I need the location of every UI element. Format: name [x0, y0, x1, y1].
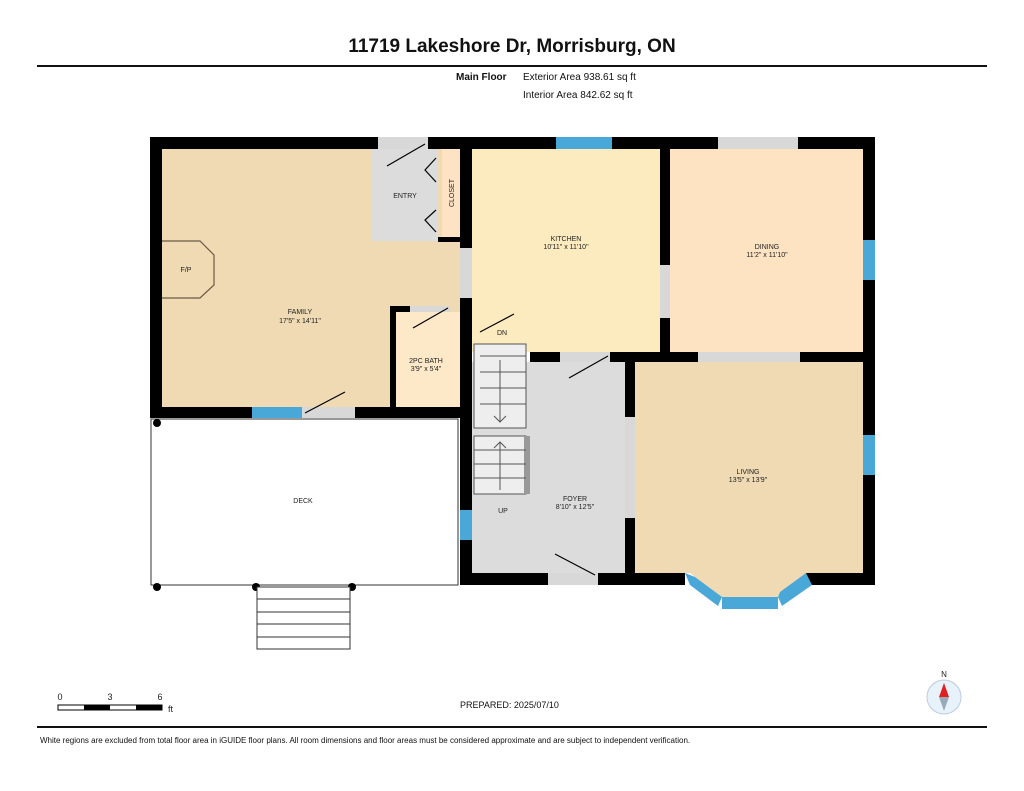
interior-area: Interior Area 842.62 sq ft — [523, 90, 633, 101]
entry-label: ENTRY — [393, 193, 417, 200]
doors — [304, 143, 609, 576]
kitchen-label: KITCHEN — [551, 236, 582, 243]
fp-label: F/P — [181, 267, 192, 274]
scale-tick-0: 0 — [57, 692, 62, 702]
fireplace — [162, 240, 215, 299]
deck — [150, 418, 459, 586]
living-room — [635, 362, 863, 598]
stairs — [473, 343, 530, 495]
family-dims: 17'5" x 14'11" — [279, 318, 321, 325]
prepared-date: PREPARED: 2025/07/10 — [460, 700, 559, 710]
closet-label: CLOSET — [449, 178, 456, 207]
living-label: LIVING — [737, 469, 760, 476]
bath-dims: 3'9" x 5'4" — [411, 366, 442, 373]
deck-label: DECK — [293, 498, 313, 505]
dining-dims: 11'2" x 11'10" — [746, 252, 788, 259]
closet-area — [442, 149, 460, 237]
entry-area — [372, 149, 438, 241]
stairs-down-label: DN — [497, 330, 507, 337]
kitchen-room — [472, 149, 660, 352]
header-divider — [37, 65, 987, 67]
page-title: 11719 Lakeshore Dr, Morrisburg, ON — [348, 36, 676, 57]
living-dims: 13'5" x 13'9" — [729, 477, 768, 484]
foyer-label: FOYER — [563, 496, 587, 503]
dining-label: DINING — [755, 244, 780, 251]
disclaimer: White regions are excluded from total fl… — [40, 736, 691, 745]
footer-divider — [37, 726, 987, 728]
family-label: FAMILY — [288, 309, 313, 316]
scale-bar: 0 3 6 ft — [57, 692, 173, 714]
scale-unit: ft — [168, 704, 174, 714]
exterior-area: Exterior Area 938.61 sq ft — [523, 72, 636, 83]
bath-room — [396, 312, 460, 407]
kitchen-dims: 10'11" x 11'10" — [543, 244, 589, 251]
dining-room — [670, 149, 863, 352]
deck-stairs — [256, 586, 351, 650]
stairs-up-label: UP — [498, 508, 508, 515]
scale-tick-6: 6 — [157, 692, 162, 702]
floor-name: Main Floor — [456, 72, 507, 83]
openings — [302, 137, 800, 585]
scale-tick-3: 3 — [107, 692, 112, 702]
foyer-dims: 8'10" x 12'5" — [556, 504, 595, 511]
compass-north: N — [941, 670, 947, 679]
bath-label: 2PC BATH — [409, 358, 443, 365]
compass-icon: N — [926, 670, 962, 715]
walls — [150, 137, 875, 585]
windows — [252, 137, 875, 609]
